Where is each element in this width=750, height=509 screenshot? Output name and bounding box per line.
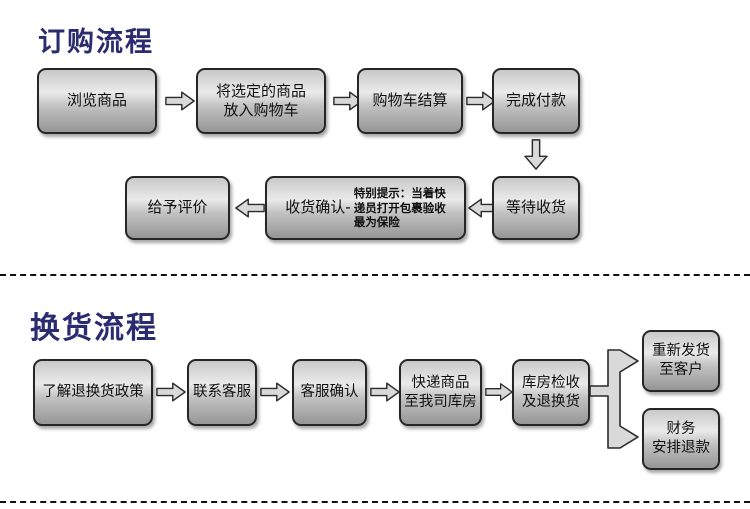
order-step-add-to-cart: 将选定的商品 放入购物车	[196, 68, 326, 134]
order-step-review: 给予评价	[125, 176, 230, 240]
exchange-step-know-policy: 了解退换货政策	[33, 359, 153, 426]
exchange-step-reship: 重新发货 至客户	[642, 330, 720, 392]
exchange-step-service-confirm: 客服确认	[292, 359, 367, 426]
exchange-step-refund: 财务 安排退款	[642, 408, 720, 470]
arrow-left-icon	[235, 198, 265, 218]
confirm-receipt-label: 收货确认-	[285, 198, 351, 217]
arrow-right-icon	[156, 382, 186, 402]
order-step-confirm-receipt: 收货确认- 特别提示：当着快 递员打开包裹验收 最为保险	[265, 176, 466, 240]
order-step-browse: 浏览商品	[37, 68, 157, 134]
section-divider	[0, 274, 750, 276]
confirm-receipt-note: 特别提示：当着快 递员打开包裹验收 最为保险	[353, 185, 446, 230]
exchange-flow-title: 换货流程	[30, 311, 158, 346]
arrow-right-icon	[370, 382, 400, 402]
bottom-divider	[0, 501, 750, 503]
arrow-right-icon	[466, 91, 496, 111]
order-step-payment: 完成付款	[492, 68, 580, 134]
arrow-right-icon	[333, 91, 363, 111]
order-flow-title: 订购流程	[38, 27, 154, 58]
fork-connector-icon	[590, 349, 639, 449]
order-step-wait-delivery: 等待收货	[492, 176, 580, 240]
arrow-down-icon	[524, 139, 548, 170]
exchange-step-contact-service: 联系客服	[187, 359, 257, 426]
arrow-right-icon	[165, 91, 195, 111]
order-step-checkout: 购物车结算	[357, 68, 463, 134]
exchange-step-warehouse-inspect: 库房检收 及退换货	[512, 359, 590, 426]
arrow-right-icon	[485, 383, 513, 401]
arrow-right-icon	[260, 382, 290, 402]
exchange-step-ship-to-warehouse: 快递商品 至我司库房	[399, 359, 482, 426]
